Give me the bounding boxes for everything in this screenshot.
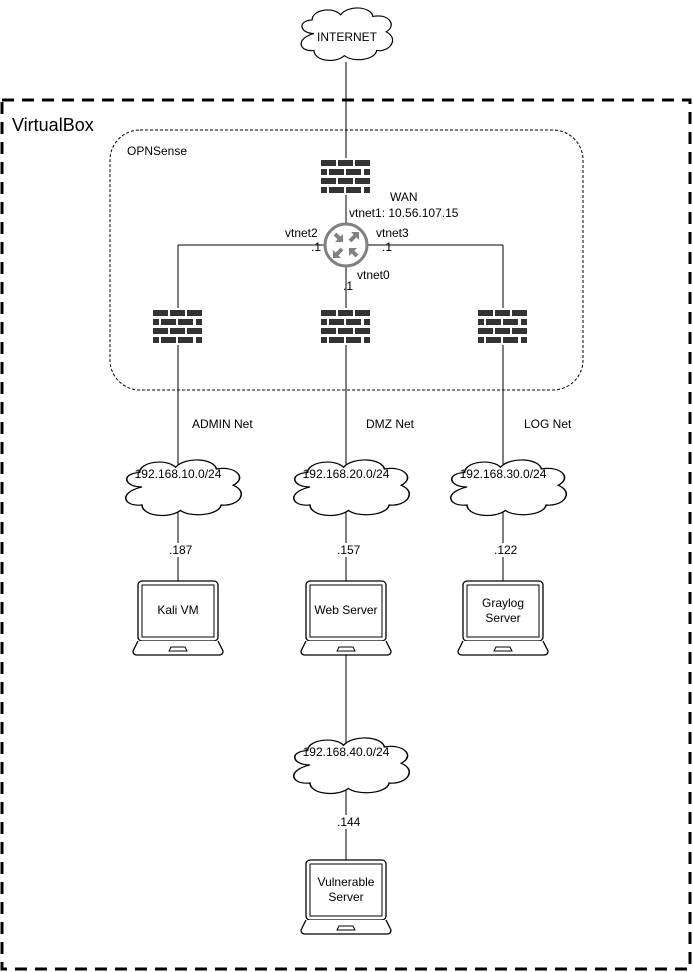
admin-net-label: ADMIN Net	[192, 417, 253, 431]
graylog-host-label: Graylog Server	[481, 596, 525, 625]
log-net-label: LOG Net	[524, 417, 572, 431]
wan-firewall-icon	[319, 158, 372, 195]
webserver-ip-label: .157	[337, 543, 361, 557]
vulnerable-host-label: Vulnerable Server	[317, 875, 375, 904]
virtualbox-title: VirtualBox	[12, 115, 94, 135]
dmz-firewall-icon	[319, 308, 372, 345]
dmz-subnet-label: 192.168.20.0/24	[302, 467, 390, 481]
dmz-net-label: DMZ Net	[366, 417, 414, 431]
admin-subnet-label: 192.168.10.0/24	[134, 467, 222, 481]
vtnet0-label: vtnet0	[357, 268, 390, 282]
graylog-ip-label: .122	[494, 543, 518, 557]
kali-laptop-icon	[132, 580, 224, 656]
wan-label: WAN	[390, 190, 418, 204]
vtnet3-label: vtnet3	[376, 226, 409, 240]
admin-firewall-icon	[151, 308, 204, 345]
vtnet0-ip: .1	[343, 279, 354, 293]
opnsense-label: OPNSense	[127, 144, 188, 158]
router-icon	[323, 222, 369, 268]
vtnet2-ip: .1	[311, 240, 322, 254]
vtnet2-label: vtnet2	[285, 226, 318, 240]
wan-interface-label: vtnet1: 10.56.107.15	[349, 206, 459, 220]
vulnerable-ip-label: .144	[337, 815, 361, 829]
log-subnet-label: 192.168.30.0/24	[459, 467, 547, 481]
internet-label: INTERNET	[317, 30, 377, 44]
vtnet3-ip: .1	[382, 240, 393, 254]
internal-subnet-label: 192.168.40.0/24	[302, 745, 390, 759]
kali-ip-label: .187	[169, 543, 193, 557]
webserver-host-label: Web Server	[314, 603, 378, 617]
webserver-laptop-icon	[300, 580, 392, 656]
kali-host-label: Kali VM	[157, 603, 199, 617]
log-firewall-icon	[476, 308, 529, 345]
